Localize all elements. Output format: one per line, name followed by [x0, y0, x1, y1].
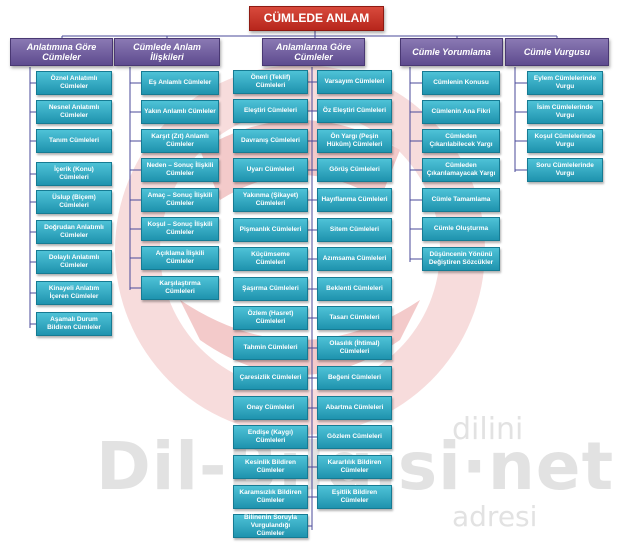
- node-eylem-vurgu: Eylem Cümlelerinde Vurgu: [527, 71, 603, 95]
- node-nesnel-anlatimli: Nesnel Anlatımlı Cümleler: [36, 100, 112, 124]
- node-uyari: Uyarı Cümleleri: [233, 158, 308, 182]
- category-anlam-iliskileri: Cümlede Anlam İlişkileri: [114, 38, 220, 66]
- node-soru-vurgu: Soru Cümlelerinde Vurgu: [527, 158, 603, 182]
- node-tasari: Tasarı Cümleleri: [317, 306, 392, 330]
- node-cumle-tamamlama: Cümle Tamamlama: [422, 188, 500, 212]
- node-icerik: İçerik (Konu) Cümleleri: [36, 162, 112, 186]
- node-bilinenin-soruyla: Bilinenin Soruyla Vurgulandığı Cümleler: [233, 514, 308, 538]
- node-kucumseme: Küçümseme Cümleleri: [233, 247, 308, 271]
- node-oz-elestiri: Öz Eleştiri Cümleleri: [317, 99, 392, 123]
- node-karamsizlik: Karamsızlık Bildiren Cümleler: [233, 485, 308, 509]
- node-pismanlik: Pişmanlık Cümleleri: [233, 218, 308, 242]
- node-olasilik: Olasılık (İhtimal) Cümleleri: [317, 336, 392, 360]
- node-cumlenin-konusu: Cümlenin Konusu: [422, 71, 500, 95]
- node-beklenti: Beklenti Cümleleri: [317, 277, 392, 301]
- node-davranis: Davranış Cümleleri: [233, 129, 308, 153]
- node-azimsama: Azımsama Cümleleri: [317, 247, 392, 271]
- node-kararlilik: Kararlılık Bildiren Cümleler: [317, 455, 392, 479]
- node-varsayim: Varsayım Cümleleri: [317, 70, 392, 94]
- category-anlatimina-gore: Anlatımına Göre Cümleler: [10, 38, 113, 66]
- node-dolayli-anlatimli: Dolaylı Anlatımlı Cümleler: [36, 250, 112, 274]
- node-hayiflanma: Hayıflanma Cümleleri: [317, 188, 392, 212]
- node-karsit-anlamli: Karşıt (Zıt) Anlamlı Cümleler: [141, 129, 219, 153]
- watermark-bottom-text: adresi: [452, 500, 538, 533]
- node-onay: Onay Cümleleri: [233, 396, 308, 420]
- node-begeni: Beğeni Cümleleri: [317, 366, 392, 390]
- node-on-yargi: Ön Yargı (Peşin Hüküm) Cümleleri: [317, 129, 392, 153]
- node-yakinma: Yakınma (Şikayet) Cümleleri: [233, 188, 308, 212]
- node-yakin-anlamli: Yakın Anlamlı Cümleler: [141, 100, 219, 124]
- node-cumle-olusturma: Cümle Oluşturma: [422, 217, 500, 241]
- node-caresizlik: Çaresizlik Cümleleri: [233, 366, 308, 390]
- node-oznel-anlatimli: Öznel Anlatımlı Cümleler: [36, 71, 112, 95]
- node-gorus: Görüş Cümleleri: [317, 158, 392, 182]
- node-aciklama: Açıklama İlişkili Cümleler: [141, 246, 219, 270]
- node-oneri: Öneri (Teklif) Cümleleri: [233, 70, 308, 94]
- node-neden-sonuc: Neden – Sonuç İlişkili Cümleler: [141, 158, 219, 182]
- category-anlamlarina-gore: Anlamlarına Göre Cümleler: [262, 38, 365, 66]
- node-dusuncenin-yonu: Düşüncenin Yönünü Değiştiren Sözcükler: [422, 247, 500, 271]
- node-sitem: Sitem Cümleleri: [317, 218, 392, 242]
- node-kosul-sonuc: Koşul – Sonuç İlişkili Cümleler: [141, 217, 219, 241]
- node-karsilastirma: Karşılaştırma Cümleleri: [141, 276, 219, 300]
- node-ozlem: Özlem (Hasret) Cümleleri: [233, 306, 308, 330]
- node-cikarilamayacak-yargi: Cümleden Çıkarılamayacak Yargı: [422, 158, 500, 182]
- node-tanim: Tanım Cümleleri: [36, 129, 112, 153]
- node-abartma: Abartma Cümleleri: [317, 396, 392, 420]
- node-tahmin: Tahmin Cümleleri: [233, 336, 308, 360]
- watermark-top-text: dilini: [452, 412, 524, 447]
- category-cumle-yorumlama: Cümle Yorumlama: [400, 38, 503, 66]
- node-uslup: Üslup (Biçem) Cümleleri: [36, 190, 112, 214]
- node-kinayeli-anlatim: Kinayeli Anlatım İçeren Cümleler: [36, 281, 112, 305]
- diagram-title: CÜMLEDE ANLAM: [249, 6, 384, 31]
- node-gozlem: Gözlem Cümleleri: [317, 425, 392, 449]
- node-kosul-vurgu: Koşul Cümlelerinde Vurgu: [527, 129, 603, 153]
- node-sasirma: Şaşırma Cümleleri: [233, 277, 308, 301]
- node-isim-vurgu: İsim Cümlelerinde Vurgu: [527, 100, 603, 124]
- node-kesinlik: Kesinlik Bildiren Cümleler: [233, 455, 308, 479]
- node-elestiri: Eleştiri Cümleleri: [233, 99, 308, 123]
- node-es-anlamli: Eş Anlamlı Cümleler: [141, 71, 219, 95]
- node-cikarilabilecek-yargi: Cümleden Çıkarılabilecek Yargı: [422, 129, 500, 153]
- node-endise: Endişe (Kaygı) Cümleleri: [233, 425, 308, 449]
- node-dogrudan-anlatimli: Doğrudan Anlatımlı Cümleler: [36, 220, 112, 244]
- node-cumlenin-ana-fikri: Cümlenin Ana Fikri: [422, 100, 500, 124]
- node-amac-sonuc: Amaç – Sonuç İlişkili Cümleler: [141, 188, 219, 212]
- node-esitlik: Eşitlik Bildiren Cümleler: [317, 485, 392, 509]
- node-asamali-durum: Aşamalı Durum Bildiren Cümleler: [36, 312, 112, 336]
- category-cumle-vurgusu: Cümle Vurgusu: [505, 38, 609, 66]
